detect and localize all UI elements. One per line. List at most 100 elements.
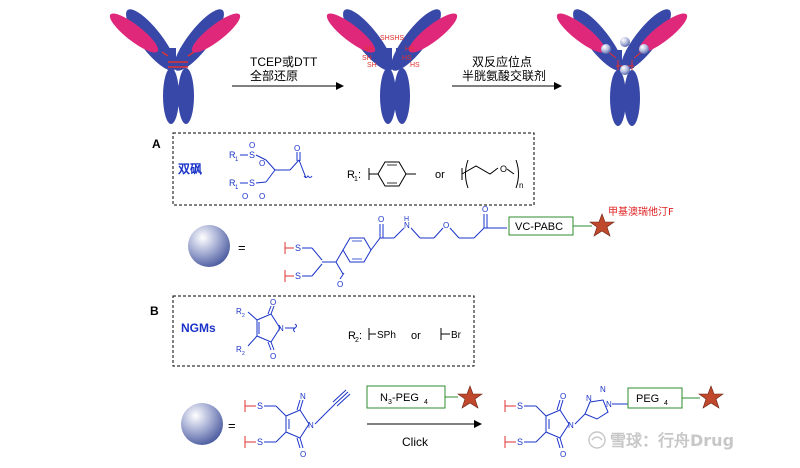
svg-text:O: O <box>560 450 566 459</box>
peg4-label: PEG <box>636 393 659 405</box>
linker-structure: S S O O N H O O <box>284 205 507 289</box>
svg-text:S: S <box>257 401 263 411</box>
antibody-intact <box>109 9 241 124</box>
linker-sphere <box>620 37 630 47</box>
svg-text:R: R <box>229 150 236 160</box>
linker-sphere <box>620 65 630 75</box>
svg-text:1: 1 <box>235 157 239 163</box>
n3-peg4-label: N 3 -PEG 4 <box>380 392 428 406</box>
svg-text:1: 1 <box>354 176 358 183</box>
svg-text:O: O <box>443 221 449 230</box>
thiol-label: SH <box>367 62 377 69</box>
watermark-text: 雪球：行舟Drug <box>610 431 734 450</box>
svg-text:S: S <box>517 437 523 447</box>
arrow-crosslink: 双反应位点 半胱氨酸交联剂 <box>452 54 562 90</box>
svg-text:R: R <box>229 178 236 188</box>
triazole-product-structure: S S O O N N N N <box>504 385 628 459</box>
svg-text:O: O <box>300 450 306 459</box>
arrow-reduction: TCEP或DTT 全部还原 <box>232 55 344 90</box>
svg-text:O: O <box>259 192 265 201</box>
antibody-crosslinked <box>556 9 688 126</box>
thiol-label: HS <box>405 46 415 53</box>
svg-text:N: N <box>404 221 410 230</box>
svg-text:R: R <box>236 345 242 354</box>
svg-text:-PEG: -PEG <box>392 392 419 404</box>
svg-text:O: O <box>482 205 488 214</box>
svg-text:3: 3 <box>388 399 392 406</box>
panel-a-title: 双砜 <box>178 162 202 176</box>
svg-text:O: O <box>500 164 507 174</box>
r2-definition: R 2 : SPh or Br <box>348 328 462 344</box>
svg-text:S: S <box>295 271 301 281</box>
vc-pabc-label: VC-PABC <box>515 221 563 233</box>
svg-text:N: N <box>568 421 574 430</box>
svg-text:O: O <box>249 141 255 150</box>
svg-text:S: S <box>517 401 523 411</box>
click-label: Click <box>402 435 429 449</box>
svg-text:H: H <box>404 216 409 223</box>
linker-sphere-large-bottom <box>181 403 223 445</box>
svg-text:S: S <box>249 150 255 160</box>
svg-text:O: O <box>294 144 300 153</box>
svg-text:or: or <box>411 330 421 342</box>
svg-text::: : <box>359 330 362 342</box>
svg-text:2: 2 <box>242 351 245 357</box>
alkyne-maleimide-structure: S S N O N <box>244 389 351 459</box>
thiol-label: SHSHS <box>380 35 404 42</box>
svg-text:O: O <box>270 352 276 361</box>
linker-sphere <box>601 44 611 54</box>
antibody-reduced: SHSHS SH SH SH HS HS HS <box>326 9 458 124</box>
svg-text:R: R <box>347 169 355 181</box>
svg-text:N: N <box>586 394 592 403</box>
svg-text:N: N <box>278 324 284 333</box>
svg-text:4: 4 <box>424 399 428 406</box>
svg-text:O: O <box>259 159 265 168</box>
thiol-label: HS <box>410 62 420 69</box>
svg-text:n: n <box>519 181 523 190</box>
svg-text:O: O <box>337 280 343 289</box>
svg-text::: : <box>358 169 361 181</box>
svg-text:N: N <box>606 400 612 409</box>
svg-text:S: S <box>295 243 301 253</box>
watermark: 雪球：行舟Drug <box>588 431 734 450</box>
bis-sulfone-structure: R 1 S O O O R 1 S O O <box>229 141 313 201</box>
ngm-structure: O O N R 2 R 2 <box>236 298 297 361</box>
svg-text:SPh: SPh <box>377 330 396 341</box>
linker-sphere-large <box>188 225 230 267</box>
step1-reagent: TCEP或DTT <box>250 55 318 69</box>
svg-text:Br: Br <box>451 330 462 341</box>
thiol-label: HS <box>402 55 412 62</box>
svg-text:R: R <box>348 330 356 342</box>
svg-text:S: S <box>249 178 255 188</box>
thiol-label: SH <box>362 55 372 62</box>
payload-star <box>589 213 615 237</box>
panel-b-box <box>172 295 475 367</box>
svg-text:2: 2 <box>242 313 245 319</box>
peg4-subscript: 4 <box>664 400 668 407</box>
svg-text:O: O <box>270 298 276 307</box>
equals-sign: = <box>238 240 246 255</box>
step2-reagent: 半胱氨酸交联剂 <box>462 68 546 83</box>
svg-text:1: 1 <box>235 185 239 191</box>
svg-text:2: 2 <box>355 337 359 344</box>
svg-text:N: N <box>600 385 606 394</box>
step1-desc: 全部还原 <box>250 68 298 83</box>
linker-sphere <box>639 44 649 54</box>
svg-text:R: R <box>236 307 242 316</box>
payload-star <box>698 385 724 409</box>
svg-text:or: or <box>435 169 445 181</box>
svg-text:S: S <box>257 437 263 447</box>
svg-text:O: O <box>242 192 248 201</box>
svg-text:N: N <box>380 392 388 404</box>
panel-b-title: NGMs <box>181 321 216 335</box>
step2-desc: 双反应位点 <box>472 54 532 69</box>
arrow-click: Click <box>367 420 482 449</box>
r1-definition: R 1 : or O n <box>347 159 523 190</box>
panel-b-letter: B <box>150 304 159 318</box>
panel-a-box <box>172 132 535 206</box>
payload-star <box>457 385 483 409</box>
panel-a-letter: A <box>152 137 161 151</box>
thiol-label: SH <box>364 46 374 53</box>
